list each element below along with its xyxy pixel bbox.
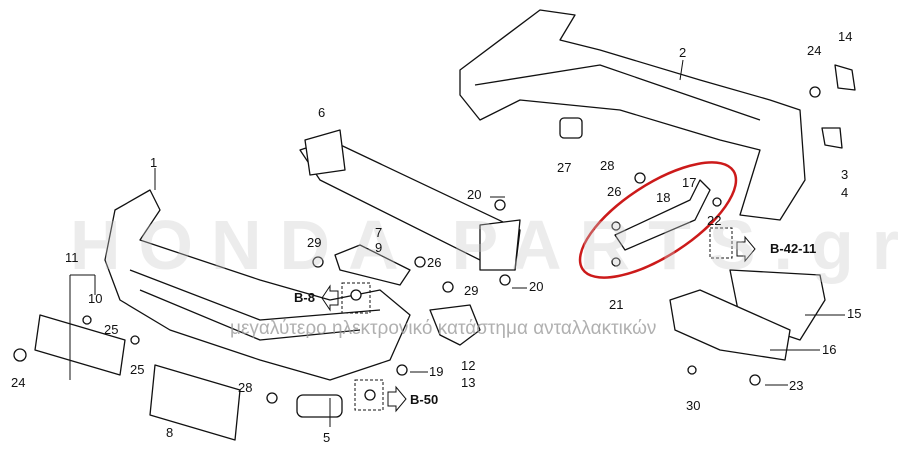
- callout-25a: 25: [104, 322, 119, 337]
- callout-23: 23: [789, 378, 804, 393]
- callout-28b: 28: [238, 380, 253, 395]
- callout-30: 30: [686, 398, 701, 413]
- callout-15: 15: [847, 306, 862, 321]
- callout-20b: 20: [529, 279, 544, 294]
- callout-9: 9: [375, 240, 383, 255]
- highlight-ring: [578, 161, 738, 279]
- callout-27: 27: [557, 160, 572, 175]
- callout-5: 5: [323, 430, 331, 445]
- ref-b42-11[interactable]: B-42-11: [770, 241, 817, 256]
- callout-20a: 20: [467, 187, 482, 202]
- callout-17: 17: [682, 175, 697, 190]
- callout-1: 1: [150, 155, 158, 170]
- callout-19: 19: [429, 364, 444, 379]
- callout-25b: 25: [130, 362, 145, 377]
- callout-3: 3: [841, 167, 849, 182]
- callout-6: 6: [318, 105, 326, 120]
- ref-b50[interactable]: B-50: [410, 392, 439, 407]
- callout-8: 8: [166, 425, 174, 440]
- callout-26b: 26: [427, 255, 442, 270]
- rear-bumper: [459, 9, 806, 221]
- callout-11: 11: [65, 250, 79, 265]
- callout-14: 14: [838, 29, 853, 44]
- callout-16: 16: [822, 342, 837, 357]
- callout-21: 21: [609, 297, 624, 312]
- license-bracket: [34, 314, 126, 376]
- callout-28a: 28: [600, 158, 615, 173]
- callout-13: 13: [461, 375, 476, 390]
- callout-24a: 24: [807, 43, 822, 58]
- callout-12: 12: [461, 358, 476, 373]
- callout-26a: 26: [607, 184, 622, 199]
- callout-10: 10: [88, 291, 103, 306]
- callout-24b: 24: [11, 375, 26, 390]
- callout-2: 2: [679, 45, 687, 60]
- callout-4: 4: [841, 185, 849, 200]
- ref-b8[interactable]: B-8: [294, 290, 315, 305]
- front-bumper: [104, 189, 411, 381]
- callout-18: 18: [656, 190, 671, 205]
- callout-29b: 29: [464, 283, 479, 298]
- callout-22: 22: [707, 213, 722, 228]
- callout-7: 7: [375, 225, 383, 240]
- callout-29a: 29: [307, 235, 322, 250]
